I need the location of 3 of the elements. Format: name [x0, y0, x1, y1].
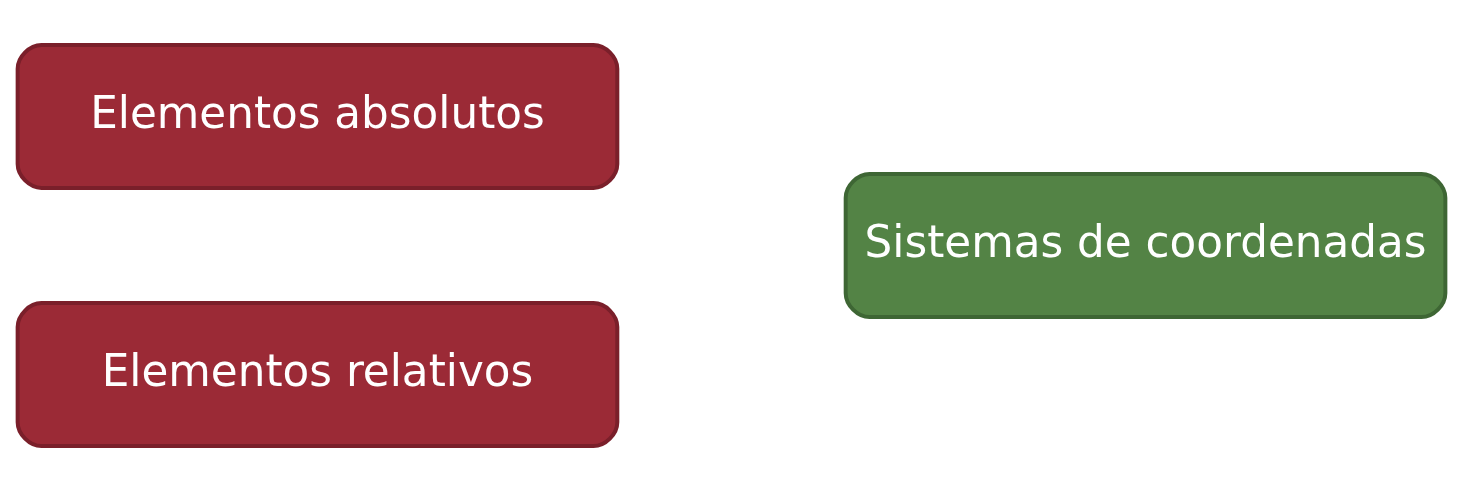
node-box: Elementos relativos	[15, 301, 620, 449]
node-box: Sistemas de coordenadas	[843, 172, 1448, 319]
node-box: Elementos absolutos	[15, 42, 620, 190]
